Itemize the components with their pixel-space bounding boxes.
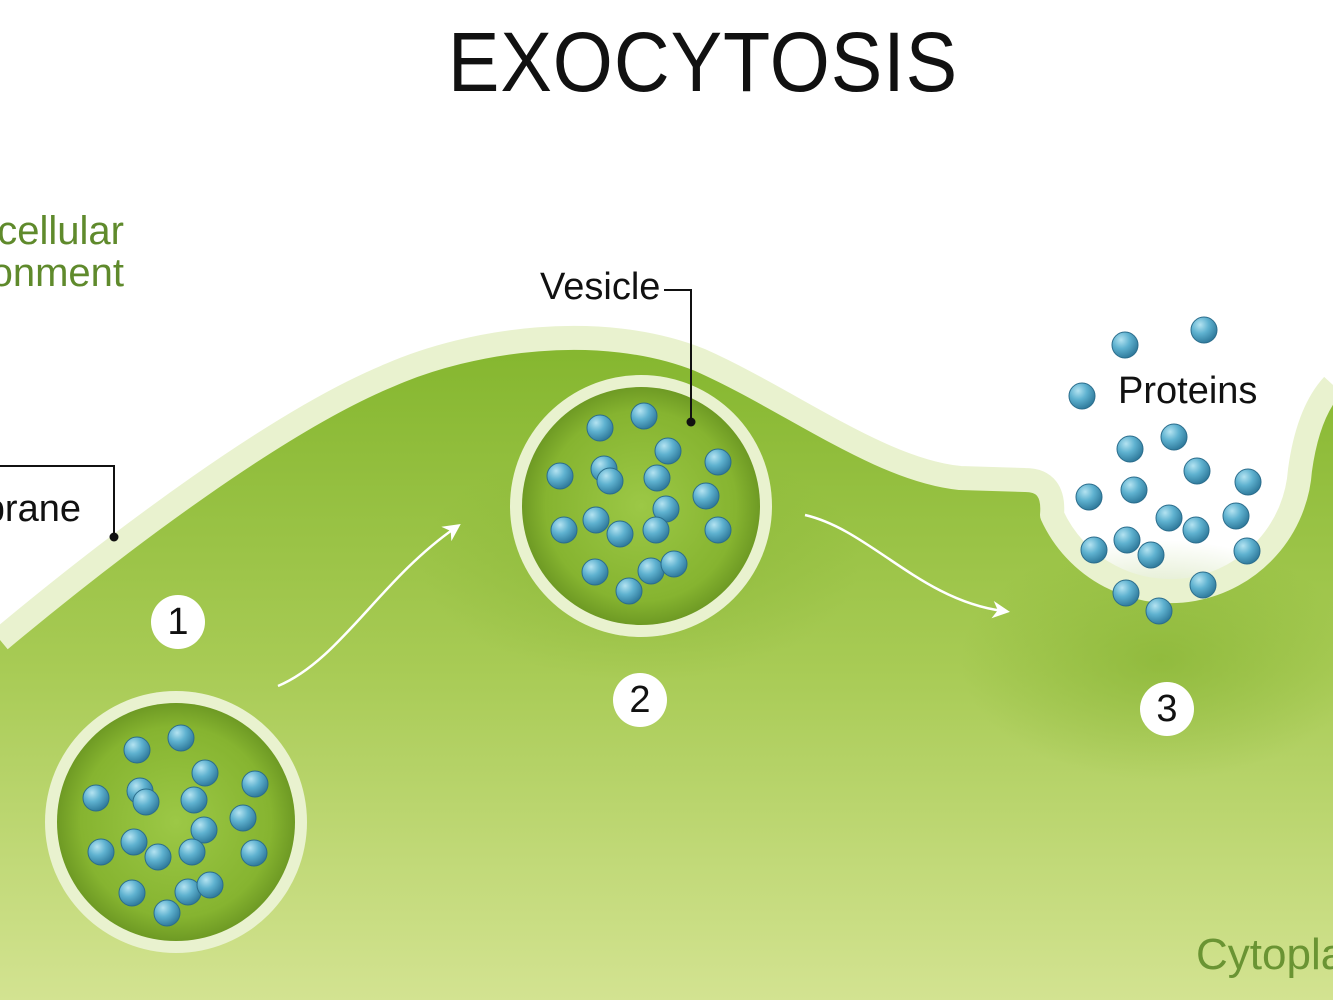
protein-sphere [586,414,614,442]
protein-sphere [1183,457,1211,485]
cytoplasm-shading [960,540,1333,780]
arrow-step1-to-step2 [277,524,461,688]
protein-sphere [1111,331,1139,359]
protein-sphere [1137,541,1165,569]
protein-sphere [196,871,224,899]
protein-sphere [1113,526,1141,554]
step-3-badge: 3 [1140,682,1194,736]
protein-sphere [704,516,732,544]
environment-label-line-1: acellular [0,209,124,253]
protein-sphere [1116,435,1144,463]
arrow-step2-to-step3 [804,513,1010,619]
protein-sphere [123,736,151,764]
vesicle-1-proteins [82,724,269,927]
protein-sphere [550,516,578,544]
vesicle-leader-line [664,289,692,422]
protein-sphere [642,516,670,544]
protein-sphere [704,448,732,476]
protein-sphere [1068,382,1096,410]
protein-sphere [1112,579,1140,607]
protein-sphere [82,784,110,812]
step-2-badge: 2 [613,673,667,727]
protein-sphere [118,879,146,907]
protein-sphere [660,550,688,578]
protein-sphere [1222,502,1250,530]
membrane-leader-dot [109,532,119,542]
vesicle-2-proteins [546,402,732,605]
protein-sphere [546,462,574,490]
protein-sphere [1182,516,1210,544]
extracellular-environment-label: acellular onment [0,210,124,294]
protein-sphere [120,828,148,856]
protein-sphere [654,437,682,465]
protein-sphere [596,467,624,495]
protein-sphere [1234,468,1262,496]
protein-sphere [692,482,720,510]
protein-sphere [1080,536,1108,564]
protein-sphere [1120,476,1148,504]
protein-sphere [1160,423,1188,451]
protein-sphere [1189,571,1217,599]
protein-sphere [615,577,643,605]
protein-sphere [240,839,268,867]
membrane-label: brane [0,488,81,530]
vesicle-leader-dot [686,417,696,427]
protein-sphere [1155,504,1183,532]
protein-sphere [190,816,218,844]
protein-sphere [1190,316,1218,344]
protein-sphere [581,558,609,586]
protein-sphere [144,843,172,871]
protein-sphere [178,838,206,866]
membrane-leader-line [0,465,115,537]
released-proteins [1068,316,1262,625]
protein-sphere [241,770,269,798]
protein-sphere [132,788,160,816]
protein-sphere [191,759,219,787]
protein-sphere [229,804,257,832]
protein-sphere [637,557,665,585]
step-1-badge: 1 [151,595,205,649]
protein-sphere [153,899,181,927]
protein-sphere [87,838,115,866]
protein-sphere [582,506,610,534]
protein-sphere [606,520,634,548]
protein-sphere [1145,597,1173,625]
cell-membrane [0,325,1333,650]
protein-sphere [167,724,195,752]
environment-label-line-2: onment [0,251,124,295]
protein-sphere [643,464,671,492]
protein-sphere [630,402,658,430]
proteins-label: Proteins [1118,370,1258,412]
protein-sphere [1233,537,1261,565]
protein-sphere [1075,483,1103,511]
vesicle-label: Vesicle [540,266,661,308]
diagram-title: EXOCYTOSIS [447,15,959,109]
vesicle-2-interior [522,387,760,625]
vesicle-1-interior [57,703,295,941]
protein-sphere [180,786,208,814]
cytoplasm-label: Cytoplas [1196,930,1333,979]
